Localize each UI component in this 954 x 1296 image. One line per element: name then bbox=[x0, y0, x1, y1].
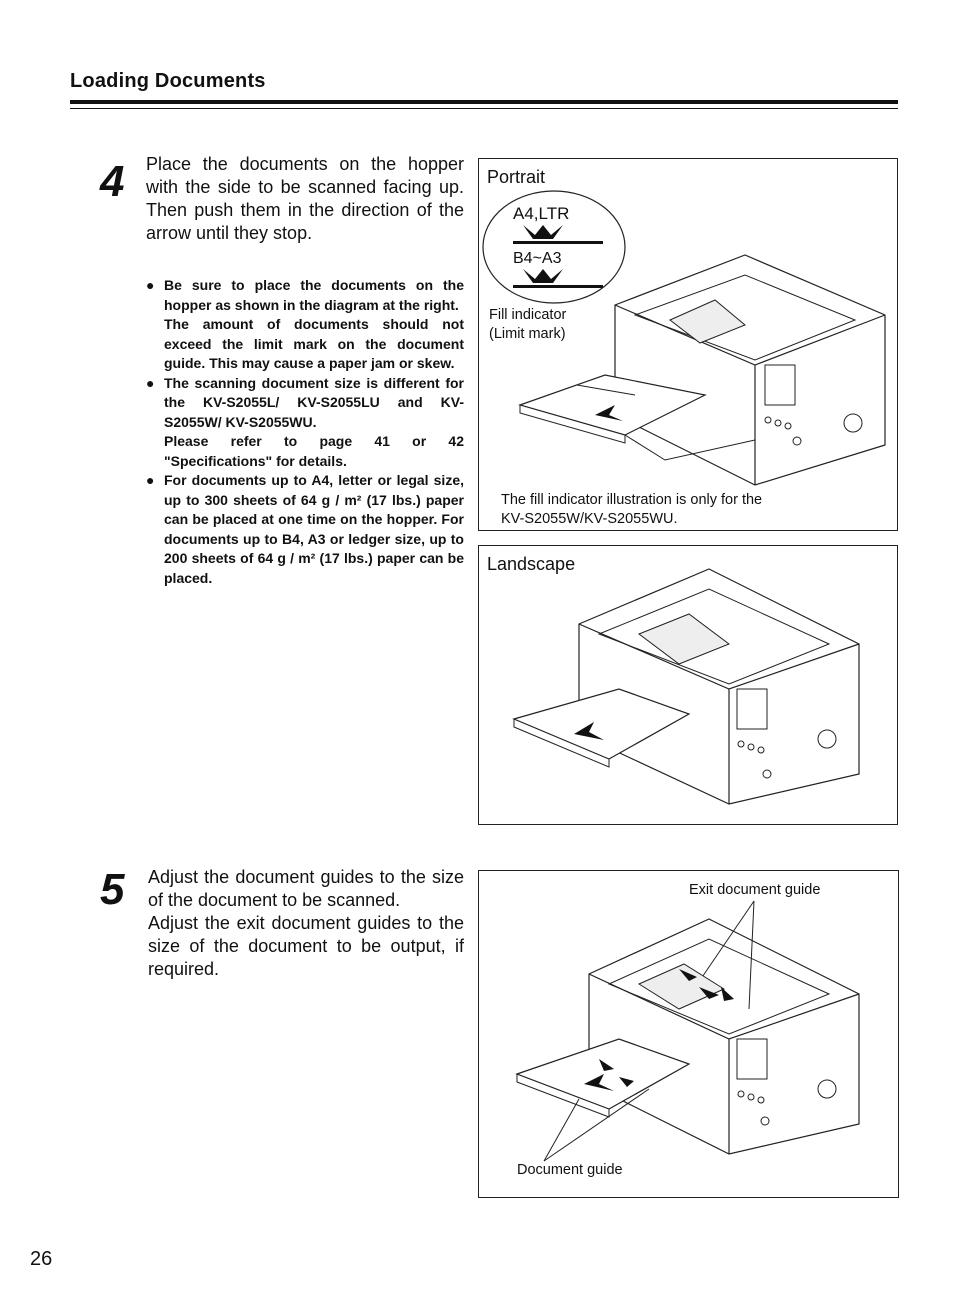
bullet-icon: ● bbox=[146, 472, 155, 488]
portrait-figure: Portrait A4,LTR B4~A3 Fill indicator (Li… bbox=[478, 158, 898, 531]
step-4-number: 4 bbox=[100, 157, 125, 206]
note-item: ● Be sure to place the documents on the … bbox=[146, 276, 464, 374]
title-rule-thick bbox=[70, 100, 898, 104]
bullet-icon: ● bbox=[146, 277, 155, 293]
section-title: Loading Documents bbox=[70, 70, 266, 92]
limit-mark-diagram: A4,LTR B4~A3 bbox=[482, 190, 626, 304]
exit-guide-label: Exit document guide bbox=[689, 882, 821, 898]
limit-mark-a4ltr: A4,LTR bbox=[513, 204, 569, 223]
step-4-paragraph: Place the documents on the hopper with t… bbox=[146, 154, 464, 243]
note-paragraph: Be sure to place the documents on the ho… bbox=[164, 277, 464, 313]
guides-figure: Exit document guide Document guide bbox=[478, 870, 899, 1198]
note-paragraph: The amount of documents should not excee… bbox=[164, 316, 464, 371]
note-item: ● For documents up to A4, letter or lega… bbox=[146, 471, 464, 588]
step-5-number: 5 bbox=[100, 865, 125, 914]
title-rule-thin bbox=[70, 108, 898, 109]
step-5-paragraph: Adjust the exit document guides to the s… bbox=[148, 913, 464, 979]
note-paragraph: Please refer to page 41 or 42 "Specifica… bbox=[164, 433, 464, 469]
step-5-paragraph: Adjust the document guides to the size o… bbox=[148, 867, 464, 910]
limit-mark-b4a3: B4~A3 bbox=[513, 250, 562, 267]
note-item: ● The scanning document size is differen… bbox=[146, 374, 464, 472]
scanner-illustration bbox=[518, 254, 886, 486]
fill-indicator-label: Fill indicator (Limit mark) bbox=[489, 307, 567, 342]
landscape-figure: Landscape bbox=[478, 545, 898, 825]
bullet-icon: ● bbox=[146, 374, 155, 391]
page-number: 26 bbox=[30, 1248, 53, 1270]
portrait-label: Portrait bbox=[487, 167, 546, 187]
note-paragraph: For documents up to A4, letter or legal … bbox=[164, 472, 464, 586]
step-5-text: Adjust the document guides to the size o… bbox=[148, 866, 464, 981]
landscape-label: Landscape bbox=[487, 554, 576, 574]
scanner-illustration bbox=[512, 568, 860, 805]
portrait-caption: The fill indicator illustration is only … bbox=[501, 492, 763, 527]
step-4-text: Place the documents on the hopper with t… bbox=[146, 153, 464, 245]
note-paragraph: The scanning document size is different … bbox=[164, 374, 464, 430]
step-4-notes: ● Be sure to place the documents on the … bbox=[146, 276, 464, 588]
document-guide-label: Document guide bbox=[517, 1162, 623, 1178]
scanner-illustration bbox=[515, 900, 860, 1162]
